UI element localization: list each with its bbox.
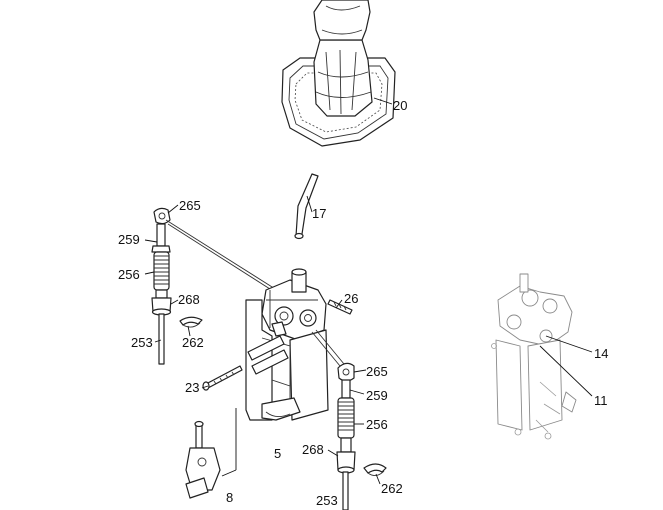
right-cable-assembly [311,329,387,510]
callout-11: 11 [594,393,608,408]
bottom-left-linkage [185,408,237,499]
callout-259-right: 259 [366,388,388,403]
callout-256-right: 256 [366,417,388,432]
shift-housing-assembly [245,268,353,421]
callout-14: 14 [594,346,608,361]
callout-256-left: 256 [118,267,140,282]
bolt-part-23 [202,365,243,391]
leader-lines [144,97,593,485]
shift-rod-part-17 [294,173,319,240]
callout-265-right: 265 [366,364,388,379]
callout-253-cropped: 253 [316,493,338,508]
callout-26: 26 [344,291,358,306]
gear-knob-boot-part-20 [281,0,396,147]
callout-5: 5 [274,446,281,461]
callout-262-right: 262 [381,481,403,496]
callout-17: 17 [312,206,326,221]
callout-265-top: 265 [179,198,201,213]
callout-262-left: 262 [182,335,204,350]
callout-20: 20 [393,98,407,113]
left-cable-assembly [151,207,203,365]
callout-259-left: 259 [118,232,140,247]
callout-253-left: 253 [131,335,153,350]
callout-268-left: 268 [178,292,200,307]
ghosted-assembly-view [491,273,577,440]
callout-268-right: 268 [302,442,324,457]
callout-labels: 20 265 17 259 256 268 26 253 262 265 23 … [118,98,608,508]
cable-link-rod [165,219,282,297]
callout-8-cropped: 8 [226,490,233,505]
callout-23: 23 [185,380,199,395]
